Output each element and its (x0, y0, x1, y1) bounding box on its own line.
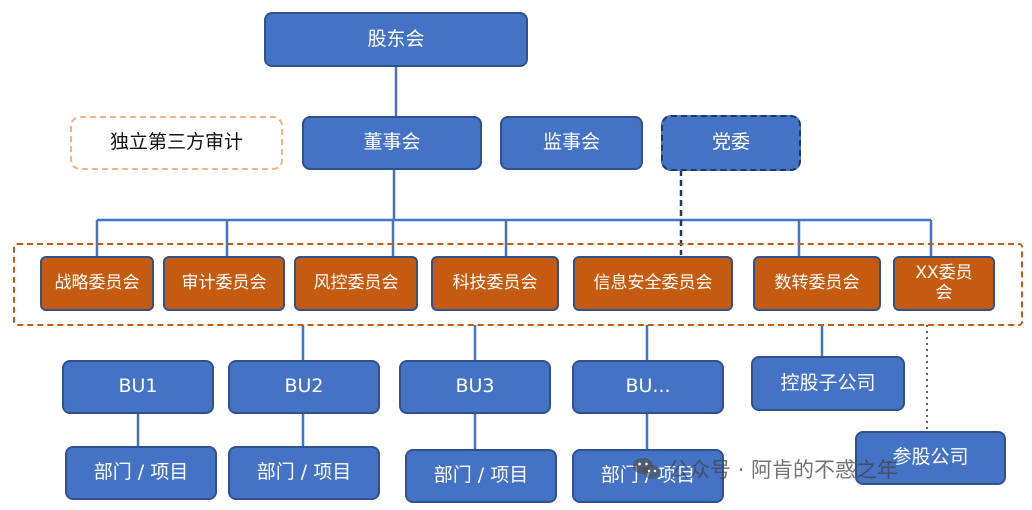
supervisors-node: 监事会 (500, 116, 643, 170)
committee-infosec: 信息安全委员会 (573, 256, 733, 311)
shareholders-node: 股东会 (264, 12, 528, 67)
bu1-node: BU1 (62, 360, 214, 414)
bu3-node: BU3 (399, 360, 551, 414)
committees-group (13, 243, 1023, 326)
watermark-text: 公众号 · 阿肯的不惑之年 (668, 458, 899, 482)
department-node-2: 部门 / 项目 (228, 446, 380, 500)
committee-audit: 审计委员会 (163, 256, 285, 311)
committee-xx: XX委员会 (893, 256, 995, 311)
committee-risk: 风控委员会 (294, 256, 418, 311)
invested-company-node: 参股公司 (855, 431, 1006, 485)
board-node: 董事会 (302, 116, 482, 170)
committee-strategy: 战略委员会 (40, 256, 154, 311)
department-node-4: 部门 / 项目 (572, 449, 724, 503)
independent-audit-node: 独立第三方审计 (70, 116, 283, 170)
committee-technology: 科技委员会 (431, 256, 559, 311)
department-node-3: 部门 / 项目 (405, 449, 557, 503)
watermark: 公众号 · 阿肯的不惑之年 (632, 452, 1012, 486)
wechat-icon (633, 458, 661, 479)
bu-more-node: BU... (572, 360, 724, 414)
controlled-subsidiary-node: 控股子公司 (751, 356, 905, 411)
bu2-node: BU2 (228, 360, 380, 414)
department-node-1: 部门 / 项目 (65, 446, 217, 500)
party-committee-node: 党委 (661, 115, 801, 171)
committee-digital: 数转委员会 (753, 256, 881, 311)
